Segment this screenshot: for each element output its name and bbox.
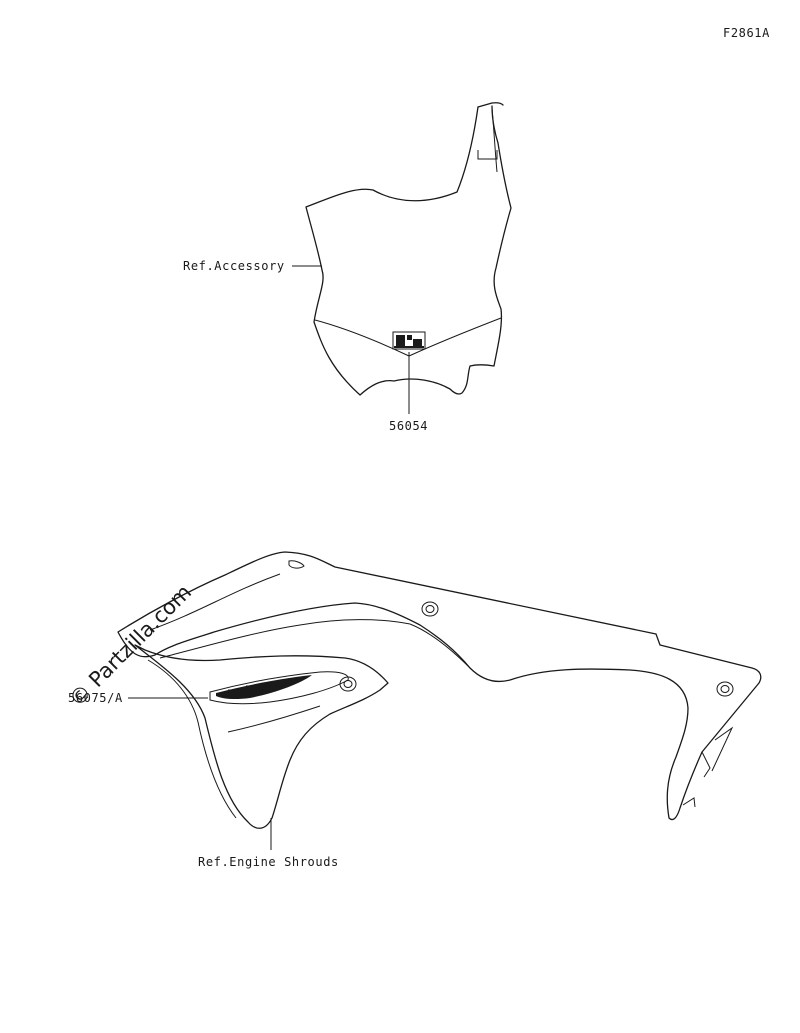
figure-code: F2861A xyxy=(723,26,770,40)
watermark: © Partzilla.com xyxy=(65,580,197,712)
part-56054-label: 56054 xyxy=(389,419,428,433)
ref-engine-shrouds-label: Ref.Engine Shrouds xyxy=(198,855,339,869)
part-56075-label: 56075/A xyxy=(68,691,123,705)
number-plate xyxy=(305,102,512,396)
ref-accessory-label: Ref.Accessory xyxy=(183,259,285,273)
radiator-shroud xyxy=(117,551,762,829)
